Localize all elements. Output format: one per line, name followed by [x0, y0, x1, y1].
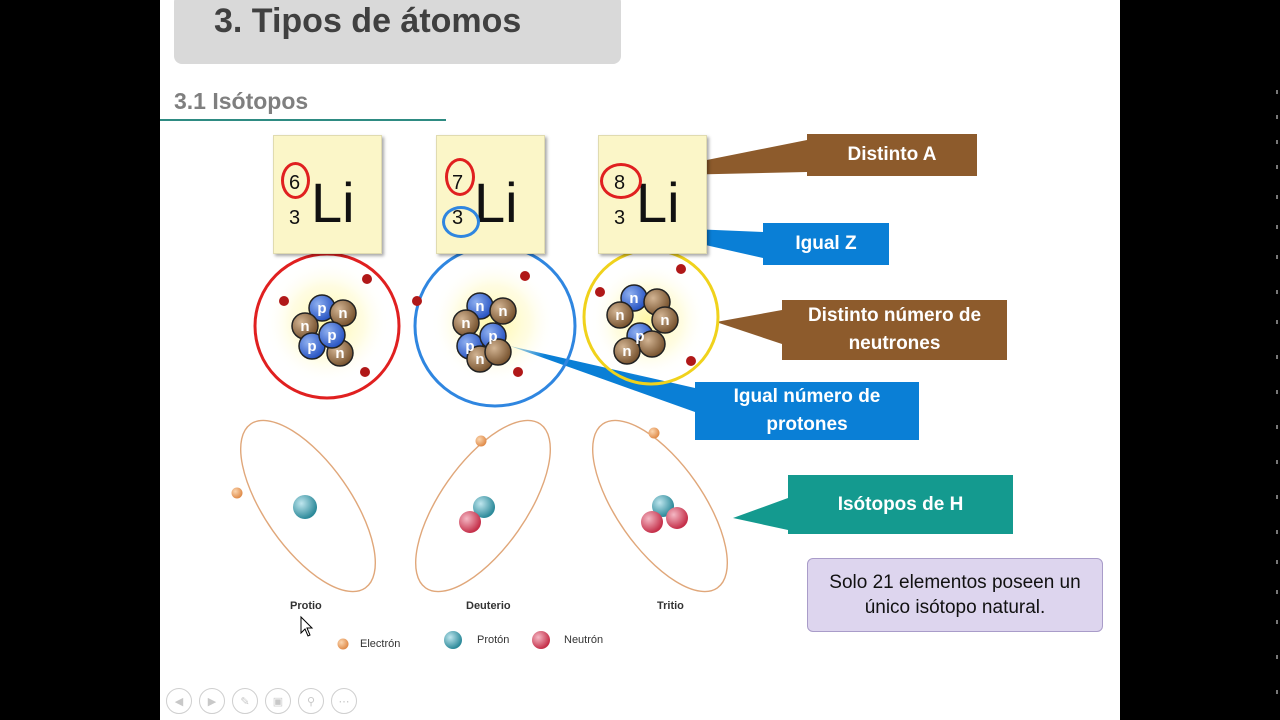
legend-proton-marker — [444, 631, 462, 649]
svg-text:n: n — [461, 315, 470, 332]
mouse-cursor-icon — [300, 615, 314, 637]
atomic-number: 3 — [289, 207, 301, 229]
svg-text:n: n — [475, 298, 484, 315]
svg-text:n: n — [622, 343, 631, 360]
isotope-label-protio: Protio — [290, 600, 322, 612]
presentation-toolbar: ◀ ▶ ✎ ▣ ⚲ ⋯ — [166, 688, 357, 714]
atomic-number-highlight — [442, 206, 480, 238]
svg-text:p: p — [317, 300, 326, 317]
svg-text:n: n — [475, 351, 484, 368]
slides-icon[interactable]: ▣ — [265, 688, 291, 714]
connector-igual-protones — [510, 346, 695, 412]
next-icon[interactable]: ▶ — [199, 688, 225, 714]
lithium-7-card: 7 3 Li — [436, 135, 545, 254]
callout-distinto-neutrones: Distinto número de neutrones — [782, 300, 1007, 360]
lithium-6-card: 6 3 Li — [273, 135, 382, 254]
more-icon[interactable]: ⋯ — [331, 688, 357, 714]
callout-igual-protones: Igual número de protones — [695, 382, 919, 440]
lithium-7-atom: n n n p p n — [412, 244, 577, 408]
zoom-icon[interactable]: ⚲ — [298, 688, 324, 714]
svg-text:p: p — [327, 327, 336, 344]
mass-number-highlight — [445, 158, 475, 196]
legend-electron-label: Electrón — [360, 638, 401, 650]
subtitle-underline — [160, 119, 446, 121]
svg-text:n: n — [629, 290, 638, 307]
svg-text:p: p — [635, 328, 644, 345]
connector-distinto-neutrones — [716, 310, 782, 344]
svg-text:n: n — [498, 303, 507, 320]
legend-proton-label: Protón — [477, 634, 510, 646]
lithium-8-atom: n n n p n — [582, 248, 720, 386]
mass-number-highlight — [281, 162, 310, 199]
deuterio-model — [414, 419, 552, 593]
legend-neutron-marker — [532, 631, 550, 649]
connector-isotopos-h — [733, 498, 788, 530]
element-symbol: Li — [474, 171, 518, 234]
svg-text:n: n — [660, 312, 669, 329]
element-symbol: Li — [636, 171, 680, 234]
isotope-label-tritio: Tritio — [657, 600, 684, 612]
svg-text:p: p — [307, 338, 316, 355]
svg-text:n: n — [338, 305, 347, 322]
svg-text:n: n — [335, 345, 344, 362]
slide: 3. Tipos de átomos 3.1 Isótopos — [160, 0, 1120, 720]
legend-electron-marker — [337, 638, 349, 650]
element-symbol: Li — [311, 171, 355, 234]
isotope-label-deuterio: Deuterio — [466, 600, 511, 612]
callout-isotopos-h: Isótopos de H — [788, 475, 1013, 534]
lithium-8-card: 8 3 Li — [598, 135, 707, 254]
legend-neutron-label: Neutrón — [564, 634, 604, 646]
slide-title: 3. Tipos de átomos — [214, 2, 522, 40]
note-box: Solo 21 elementos poseen un único isótop… — [807, 558, 1103, 632]
previous-icon[interactable]: ◀ — [166, 688, 192, 714]
protio-model — [231, 419, 377, 593]
scrollbar[interactable] — [1273, 0, 1280, 720]
lithium-6-atom: p n n n p p — [253, 252, 401, 400]
section-subtitle: 3.1 Isótopos — [174, 88, 309, 114]
svg-text:n: n — [300, 318, 309, 335]
title-bar: 3. Tipos de átomos — [174, 0, 621, 64]
callout-distinto-a: Distinto A — [807, 134, 977, 176]
mass-number-highlight — [600, 163, 642, 199]
pen-icon[interactable]: ✎ — [232, 688, 258, 714]
atomic-number: 3 — [614, 207, 626, 229]
callout-igual-z: Igual Z — [763, 223, 889, 265]
tritio-model — [591, 419, 729, 593]
svg-text:p: p — [465, 338, 474, 355]
svg-text:p: p — [488, 328, 497, 345]
svg-text:n: n — [615, 307, 624, 324]
